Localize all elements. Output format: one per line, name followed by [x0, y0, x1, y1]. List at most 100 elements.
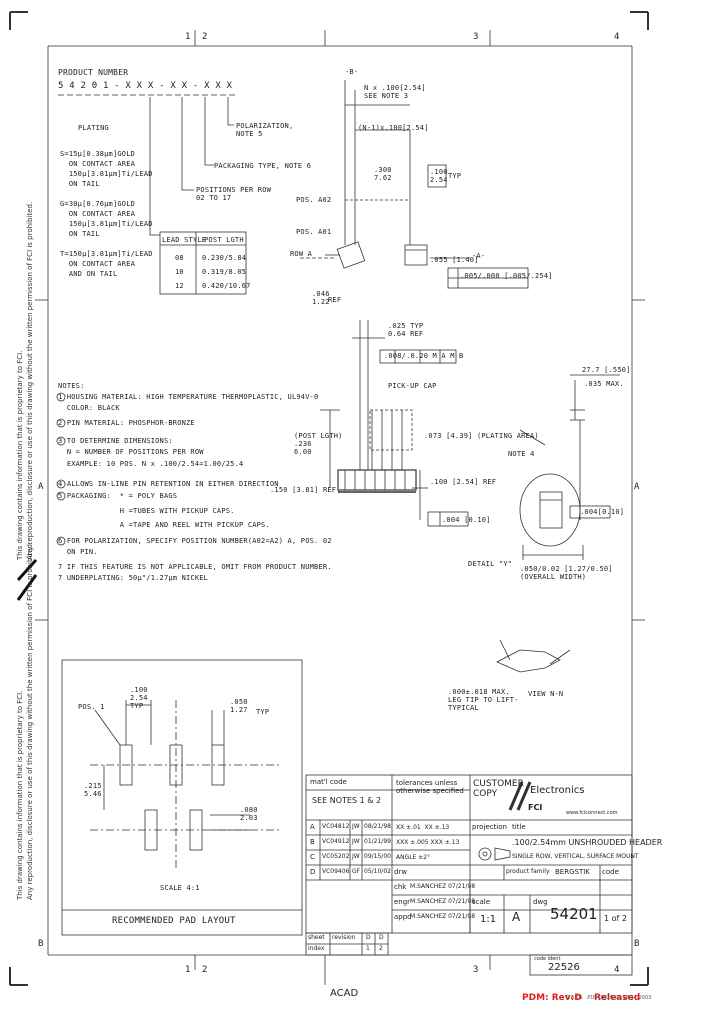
pos-a01: POS. A01 — [296, 228, 332, 236]
rev-ecn: VC04812 — [322, 823, 350, 830]
rev-by: JW — [352, 823, 360, 830]
pos-a02: POS. A02 — [296, 196, 332, 204]
pdm-revision: PDM: Rev:D — [522, 993, 582, 1003]
pad-layout-title: RECOMMENDED PAD LAYOUT — [112, 916, 236, 926]
pad-dim-100: .100 2.54 TYP — [130, 686, 148, 710]
projection-label: projection — [472, 823, 507, 831]
product-number-heading: PRODUCT NUMBER — [58, 68, 129, 77]
note-line: COLOR: BLACK — [58, 404, 120, 412]
rev-date: 08/21/98 — [364, 823, 391, 830]
rev-col: D — [379, 934, 384, 941]
note-line: 3 TO DETERMINE DIMENSIONS: — [58, 437, 173, 445]
dim-post-length: (POST LGTH) .236 6.00 — [294, 432, 343, 456]
lead-table-cell: 0.230/5.84 — [202, 254, 247, 262]
dim-n-pitch: N x .100[2.54] SEE NOTE 3 — [364, 84, 426, 100]
note-line: EXAMPLE: 10 POS. N x .100/2.54=1.00/25.4 — [58, 460, 244, 468]
rev-ecn: VC09406 — [322, 868, 350, 875]
zone-bottom-3: 3 — [473, 965, 479, 975]
title-label: title — [512, 823, 526, 831]
rev-by: GF — [352, 868, 361, 875]
rev-ecn: VC05202 — [322, 853, 350, 860]
tolerance-label: tolerances unless otherwise specified — [396, 779, 464, 795]
plating-line-8: T=150μ[3.81μm]Ti/LEAD — [60, 250, 153, 258]
lead-table-header-1: POST LGTH — [204, 236, 244, 244]
proprietary-text-3: This drawing contains information that i… — [16, 690, 24, 900]
note-4: NOTE 4 — [508, 450, 535, 458]
dim-300: .300 7.62 — [374, 166, 392, 182]
note-line: H =TUBES WITH PICKUP CAPS. — [58, 507, 235, 515]
zone-bottom-1: 1 — [185, 965, 191, 975]
pad-dim-215: .215 5.46 — [84, 782, 102, 798]
note-line: A =TAPE AND REEL WITH PICKUP CAPS. — [58, 521, 270, 529]
tol-row: ANGLE ±2° — [396, 854, 431, 861]
product-family-label: product family — [506, 868, 550, 875]
pad-typ: TYP — [256, 708, 270, 716]
plating-line-3: ON TAIL — [60, 180, 100, 188]
rev-letter: A — [310, 823, 315, 831]
zone-left-b: B — [38, 939, 44, 949]
zone-top-1: 1 — [185, 32, 191, 42]
note-line: 7 IF THIS FEATURE IS NOT APPLICABLE, OMI… — [58, 563, 332, 571]
rev-by: JW — [352, 838, 360, 845]
web-url: www.fciconnect.com — [566, 810, 618, 816]
proprietary-text-4: Any reproduction, disclosure or use of t… — [26, 541, 34, 900]
plating-line-4: G=30μ[0.76μm]GOLD — [60, 200, 136, 208]
chk-value: M.SANCHEZ 07/21/98 — [410, 883, 476, 890]
drawing-subtitle: SINGLE ROW, VERTICAL, SURFACE MOUNT — [512, 853, 639, 860]
zone-top-3: 3 — [473, 32, 479, 42]
lead-table-header-0: LEAD STYLE — [162, 236, 207, 244]
lead-table-cell: 0.319/8.05 — [202, 268, 247, 276]
plating-line-6: 150μ[3.81μm]Ti/LEAD — [60, 220, 153, 228]
flatness-tol: .005/.000 [.005/.254] — [460, 272, 553, 280]
rev-sheet: 2 — [379, 945, 383, 952]
rev-date: 05/10/02 — [364, 868, 391, 875]
plating-label: PLATING — [78, 124, 109, 132]
drw-label: drw — [394, 868, 408, 876]
feature-control: .008/.0.20 M A M B — [384, 352, 464, 360]
drawing-number: 54201 — [550, 905, 598, 923]
note-line: N = NUMBER OF POSITIONS PER ROW — [58, 448, 204, 456]
scale-label: scale — [472, 898, 491, 906]
datum-a: -A- — [472, 252, 486, 260]
note-line: 2 PIN MATERIAL: PHOSPHOR-BRONZE — [58, 419, 195, 427]
scale-value: 1:1 — [480, 914, 497, 925]
detail-y: DETAIL "Y" — [468, 560, 513, 568]
plating-line-0: S=15μ[0.38μm]GOLD — [60, 150, 136, 158]
code-label: code — [602, 868, 619, 876]
polarization-label: POLARIZATION, NOTE 5 — [236, 122, 294, 138]
row-a: ROW A — [290, 250, 313, 258]
proprietary-text-1: This drawing contains information that i… — [16, 350, 24, 560]
revision-label: revision — [332, 934, 356, 941]
index-label: index — [308, 945, 325, 952]
dim-typ: TYP — [448, 172, 462, 180]
tol-row: XX ±.01 XX ±.13 — [396, 824, 450, 831]
pad-dim-050: .050 1.27 — [230, 698, 248, 714]
rev-by: JW — [352, 853, 360, 860]
zone-bottom-4: 4 — [614, 965, 620, 975]
rev-sheet: 1 — [366, 945, 370, 952]
datum-b: -B- — [345, 68, 359, 76]
note-line: NOTES: — [58, 382, 85, 390]
zone-top-2: 2 — [202, 32, 208, 42]
note-line: 1 HOUSING MATERIAL: HIGH TEMPERATURE THE… — [58, 393, 319, 401]
plating-line-2: 150μ[3.81μm]Ti/LEAD — [60, 170, 153, 178]
acad-label: ACAD — [330, 988, 359, 999]
rev-letter: C — [310, 853, 315, 861]
dim-150: .150 [3.81] REF. — [270, 486, 341, 494]
pad-pos1: POS. 1 — [78, 703, 105, 711]
overall-width: .050/0.02 [1.27/0.50] (OVERALL WIDTH) — [520, 565, 613, 581]
product-family-value: BERGSTIK — [555, 868, 590, 876]
zone-left-a: A — [38, 482, 44, 492]
tol-row: XXX ±.005 XXX ±.13 — [396, 839, 460, 846]
positions-label: POSITIONS PER ROW 02 TO 17 — [196, 186, 272, 202]
view-n-dim: .000±.018 MAX. LEG TIP TO LIFT- TYPICAL — [448, 688, 519, 712]
plating-line-1: ON CONTACT AREA — [60, 160, 136, 168]
rev-date: 01/21/99 — [364, 838, 391, 845]
engr-value: M.SANCHEZ 07/21/98 — [410, 898, 476, 905]
see-notes: SEE NOTES 1 & 2 — [312, 796, 382, 805]
zone-right-a: A — [634, 482, 640, 492]
appd-value: M.SANCHEZ 07/21/98 — [410, 913, 476, 920]
dim-max: .035 MAX. — [584, 380, 624, 388]
packaging-label: PACKAGING TYPE, NOTE 6 — [214, 162, 312, 170]
